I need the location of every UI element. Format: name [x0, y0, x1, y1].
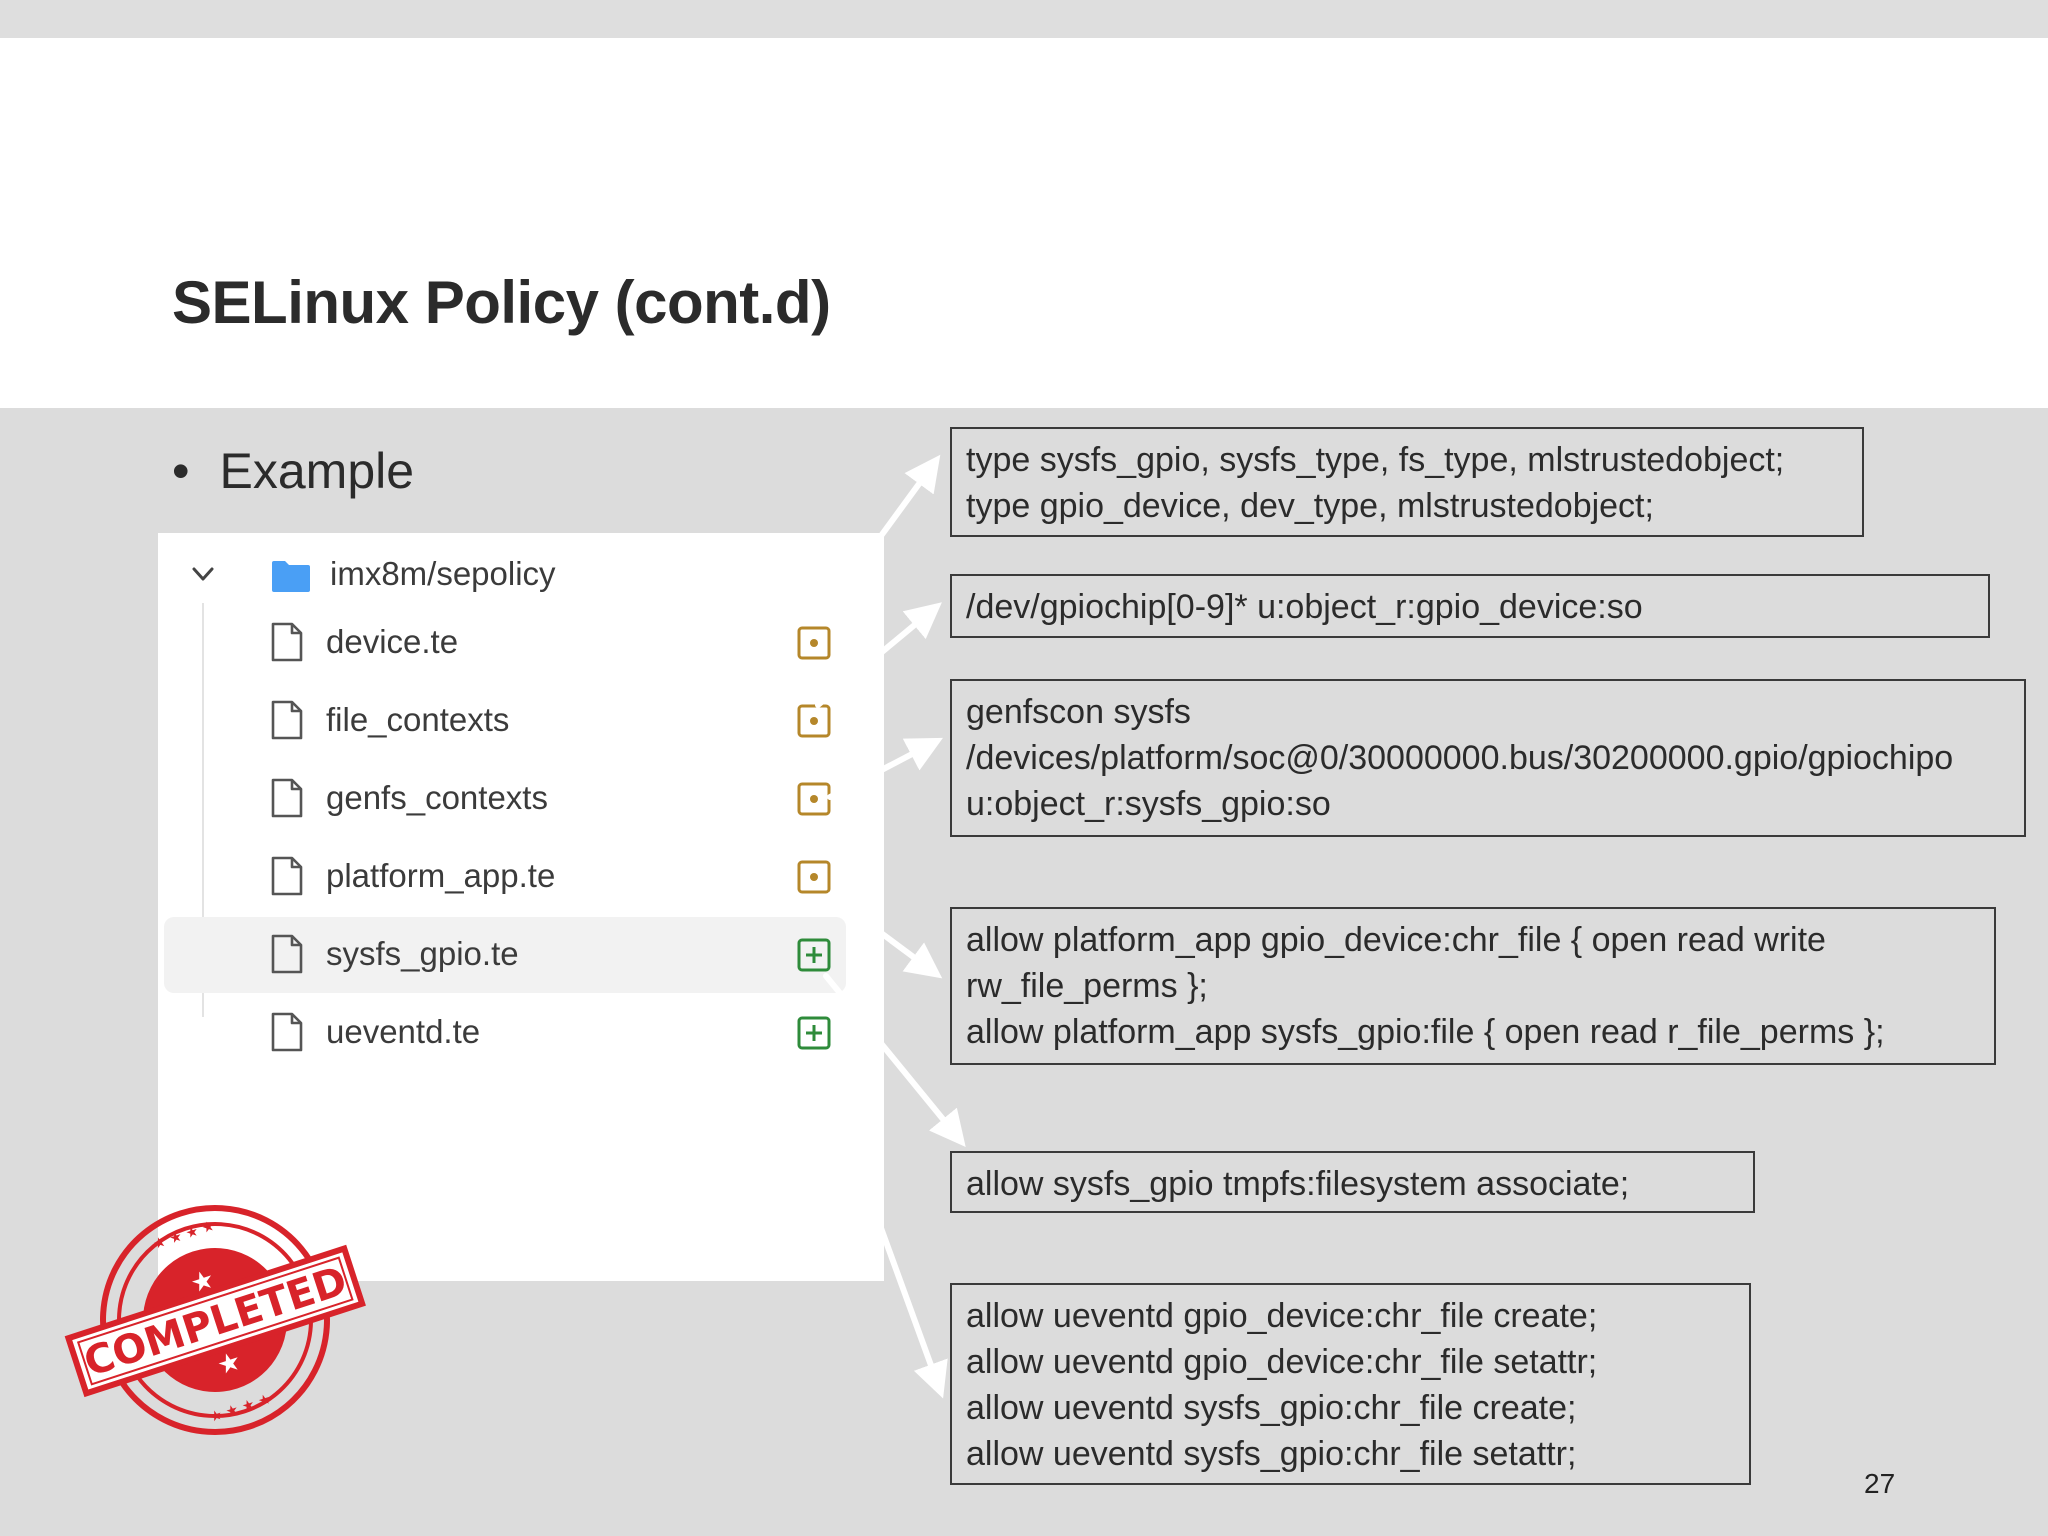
- tree-file-device-te[interactable]: device.te: [164, 605, 846, 681]
- file-tree-panel: imx8m/sepolicy device.te file_contexts g…: [158, 533, 884, 1281]
- title-band: [0, 38, 2048, 408]
- file-icon: [271, 778, 303, 818]
- code-line: allow ueventd gpio_device:chr_file creat…: [966, 1297, 1598, 1335]
- added-plus-icon: [797, 938, 831, 972]
- arrow-ueventd: [819, 1063, 948, 1399]
- tree-file-ueventd-te[interactable]: ueventd.te: [164, 995, 846, 1071]
- folder-label: imx8m/sepolicy: [330, 555, 556, 592]
- completed-stamp: ★ ★ ★ ★ ★ ★ ★ ★ ★ ★ COMPLETED: [64, 1205, 366, 1435]
- code-line: allow platform_app gpio_device:chr_file …: [966, 921, 1826, 959]
- code-line: type gpio_device, dev_type, mlstrustedob…: [966, 487, 1654, 525]
- bullet-item: • Example: [172, 442, 414, 500]
- modified-square-icon: [797, 860, 831, 894]
- code-line: allow platform_app sysfs_gpio:file { ope…: [966, 1013, 1885, 1051]
- file-icon: [271, 700, 303, 740]
- modified-square-icon: [797, 626, 831, 660]
- tree-file-genfs-contexts[interactable]: genfs_contexts: [164, 761, 846, 837]
- tree-file-sysfs-gpio-te[interactable]: sysfs_gpio.te: [164, 917, 846, 993]
- tree-folder-root[interactable]: imx8m/sepolicy: [188, 543, 788, 603]
- file-icon: [271, 622, 303, 662]
- file-label: platform_app.te: [326, 857, 556, 894]
- device-te-box: type sysfs_gpio, sysfs_type, fs_type, ml…: [950, 427, 1864, 537]
- bullet-text: Example: [219, 443, 415, 499]
- platform-app-box: allow platform_app gpio_device:chr_file …: [950, 907, 1996, 1065]
- code-line: /devices/platform/soc@0/30000000.bus/302…: [966, 739, 1954, 777]
- tree-indent-guide: [202, 603, 204, 1017]
- tree-file-platform-app-te[interactable]: platform_app.te: [164, 839, 846, 915]
- code-line: type sysfs_gpio, sysfs_type, fs_type, ml…: [966, 441, 1785, 479]
- code-line: u:object_r:sysfs_gpio:so: [966, 785, 1331, 823]
- file-icon: [271, 1012, 303, 1052]
- page-number: 27: [1864, 1468, 1896, 1499]
- bullet-dot-icon: •: [172, 443, 190, 499]
- top-strip: [0, 0, 2048, 38]
- code-line: allow ueventd gpio_device:chr_file setat…: [966, 1343, 1598, 1381]
- arrow-file-contexts: [815, 602, 942, 708]
- code-line: genfscon sysfs: [966, 693, 1191, 731]
- code-line: allow ueventd sysfs_gpio:chr_file setatt…: [966, 1435, 1577, 1473]
- file-label: ueventd.te: [326, 1013, 481, 1050]
- modified-square-icon: [797, 704, 831, 738]
- added-plus-icon: [797, 1016, 831, 1050]
- tree-file-file-contexts[interactable]: file_contexts: [164, 683, 846, 759]
- genfs-contexts-box: genfscon sysfs /devices/platform/soc@0/3…: [950, 679, 2026, 837]
- chevron-down-icon[interactable]: [188, 559, 218, 589]
- code-line: allow ueventd sysfs_gpio:chr_file create…: [966, 1389, 1577, 1427]
- file-label: file_contexts: [326, 701, 510, 738]
- folder-icon: [272, 561, 310, 592]
- arrow-sysfs-gpio: [823, 973, 966, 1147]
- code-line: rw_file_perms };: [966, 967, 1208, 1005]
- arrow-platform-app: [827, 892, 943, 979]
- code-line: allow sysfs_gpio tmpfs:filesystem associ…: [966, 1165, 1630, 1203]
- code-line: /dev/gpiochip[0-9]* u:object_r:gpio_devi…: [966, 588, 1643, 626]
- sysfs-gpio-box: allow sysfs_gpio tmpfs:filesystem associ…: [950, 1151, 1755, 1213]
- file-label: sysfs_gpio.te: [326, 935, 519, 972]
- file-icon: [271, 934, 303, 974]
- file-label: genfs_contexts: [326, 779, 548, 816]
- file-contexts-box: /dev/gpiochip[0-9]* u:object_r:gpio_devi…: [950, 574, 1990, 638]
- arrow-genfs: [827, 737, 943, 800]
- slide-title: SELinux Policy (cont.d): [172, 269, 831, 336]
- file-label: device.te: [326, 623, 459, 660]
- arrow-device: [815, 454, 941, 625]
- ueventd-box: allow ueventd gpio_device:chr_file creat…: [950, 1283, 1751, 1485]
- file-icon: [271, 856, 303, 896]
